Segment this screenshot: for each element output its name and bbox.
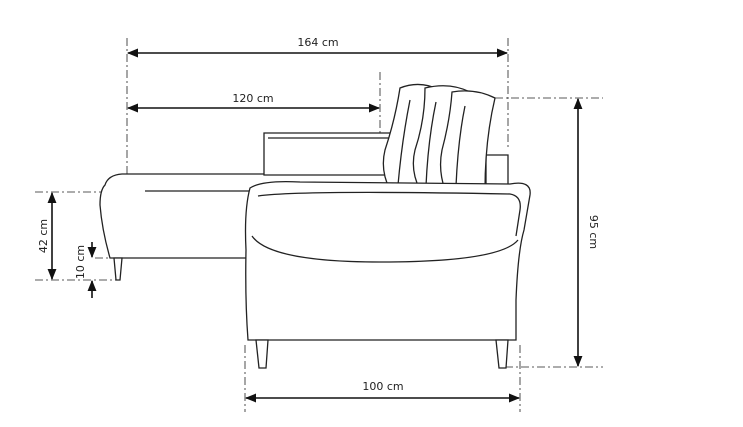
dimension-label: 164 cm: [297, 36, 338, 49]
pillows: [382, 83, 496, 195]
dimension-120: 120 cm: [126, 92, 381, 113]
dimension-label: 10 cm: [74, 245, 87, 279]
dimension-label: 95 cm: [587, 215, 600, 249]
dimension-42: 42 cm: [37, 191, 57, 281]
dimension-10: 10 cm: [74, 242, 97, 298]
dimension-label: 42 cm: [37, 219, 50, 253]
dimension-164: 164 cm: [126, 36, 509, 58]
back-cushion: [263, 132, 396, 176]
dimension-label: 120 cm: [232, 92, 273, 105]
back-leg: [495, 339, 509, 369]
dimension-100: 100 cm: [244, 380, 521, 403]
dimension-label: 100 cm: [362, 380, 403, 393]
chaise-leg: [113, 257, 123, 281]
dimension-95: 95 cm: [573, 97, 600, 368]
front-leg: [255, 339, 269, 369]
sofa-arm: [244, 180, 531, 369]
